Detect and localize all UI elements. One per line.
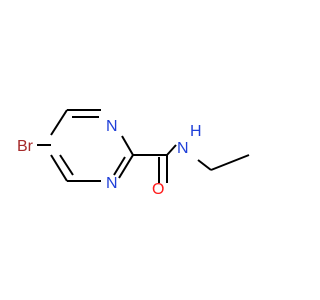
atom-label-group: Br N N O N H: [17, 118, 202, 198]
bond-n-ch2: [197, 159, 212, 171]
bond-ring-c4-c5-inner: [59, 154, 74, 176]
structure-canvas: Br N N O N H: [17, 109, 250, 198]
atom-label-bromine: Br: [17, 138, 34, 155]
bond-ring-c2-n3-inner: [113, 156, 126, 176]
bond-ring-c2-n3: [118, 154, 134, 179]
bond-carbonyl-n: [166, 144, 177, 156]
bond-ch2-ch3: [210, 154, 250, 171]
atom-label-amide-nitrogen: N: [177, 140, 189, 157]
molecule-drawing: Br N N O N H: [17, 109, 250, 198]
bond-group: [37, 109, 250, 183]
atom-label-amide-hydrogen: H: [190, 123, 202, 140]
atom-label-nitrogen-3: N: [106, 175, 118, 192]
bond-ring-c4-c5: [50, 154, 68, 182]
atom-label-oxygen: O: [152, 181, 164, 198]
atom-label-nitrogen-1: N: [106, 118, 118, 135]
bond-ring-n1-c2: [121, 135, 134, 156]
bond-ring-c5-c6: [50, 109, 68, 136]
